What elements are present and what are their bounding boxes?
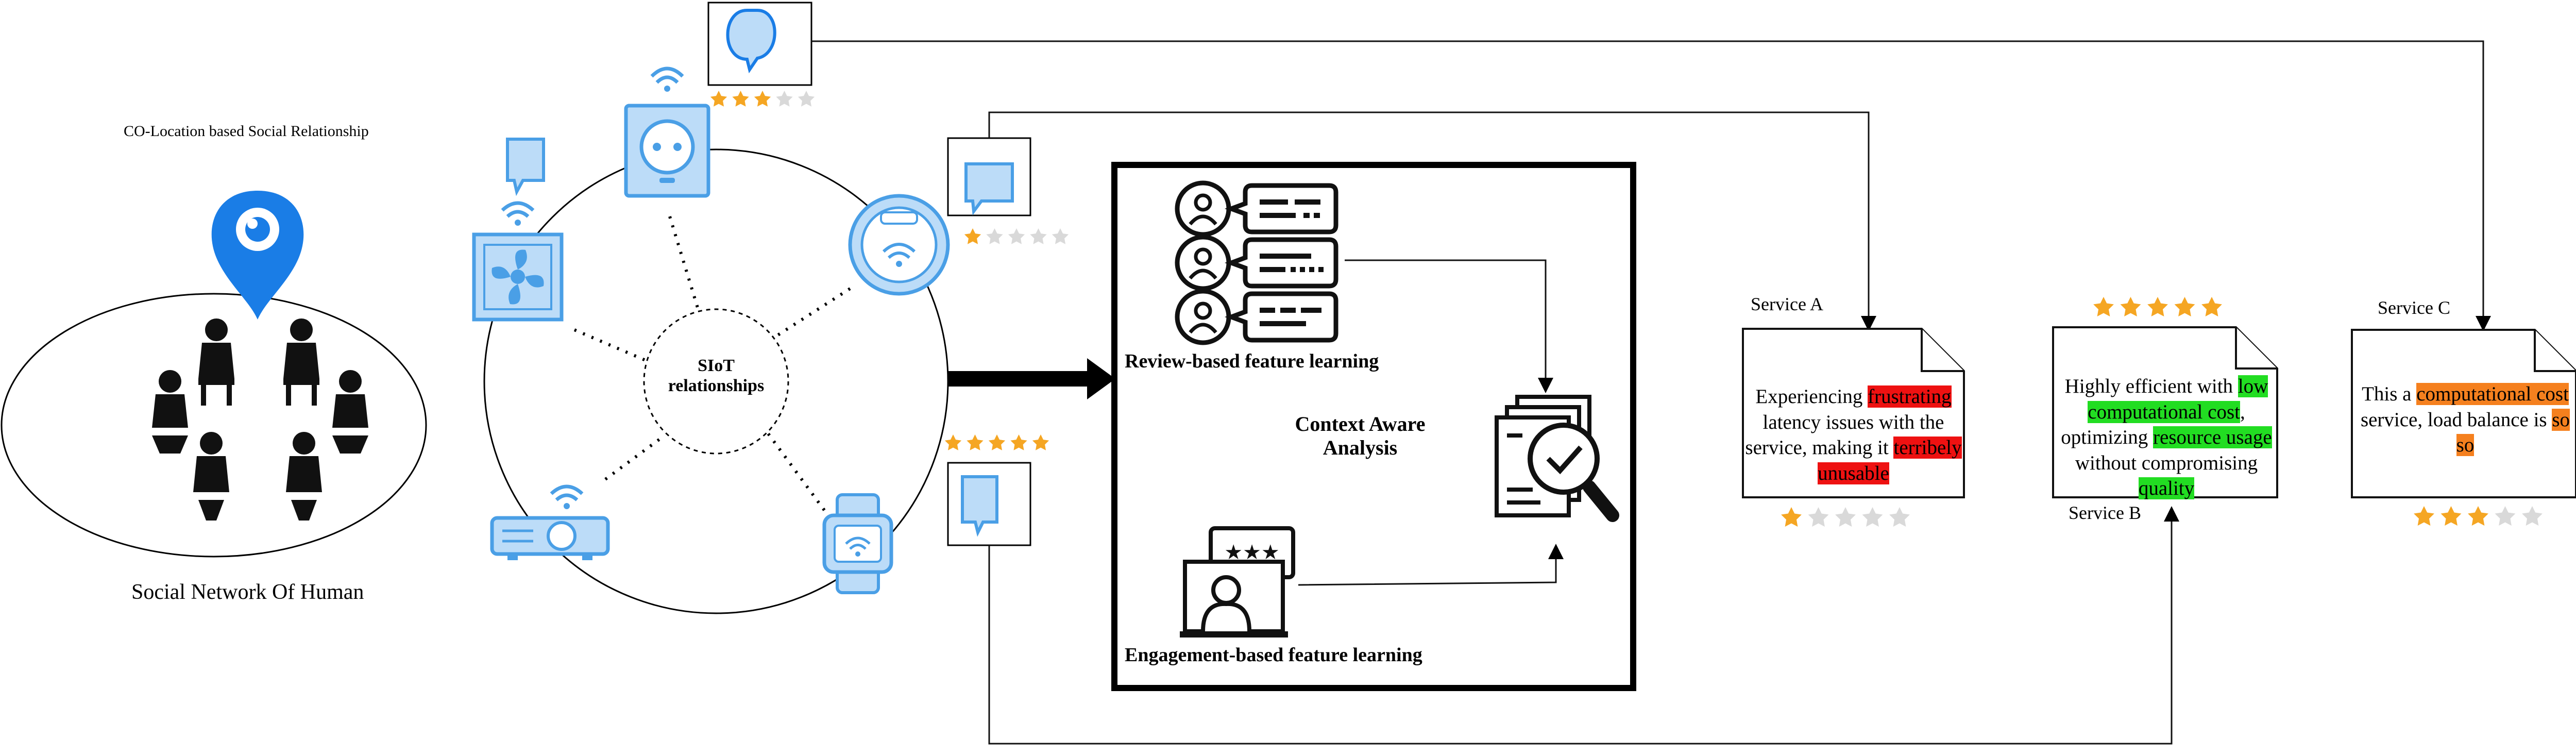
star-icon <box>2120 297 2141 317</box>
projector-device-icon <box>490 484 610 560</box>
siot-label-line2: relationships <box>668 376 765 396</box>
smartwatch-device-icon <box>822 493 893 594</box>
ventilation-fan-device-icon <box>472 138 564 322</box>
star-icon <box>798 91 815 107</box>
star-icon <box>2147 297 2168 317</box>
star-icon <box>1010 434 1027 450</box>
star-icon <box>732 91 749 107</box>
star-icon <box>1052 228 1069 244</box>
smart-plug-device-icon <box>624 66 710 198</box>
review-a-text-2: latency issues with the service, making … <box>1745 411 1944 459</box>
human-network-label: Social Network Of Human <box>131 580 364 604</box>
rating-stars-service-b <box>2093 297 2222 317</box>
siot-label: SIoT relationships <box>665 356 768 396</box>
connector-top-to-service-c <box>811 40 2491 331</box>
review-b-highlight-2: resource usage <box>2153 426 2272 449</box>
flow-arrow <box>948 358 1115 399</box>
star-icon <box>2093 297 2114 317</box>
review-c-highlight-1: computational cost <box>2416 383 2569 405</box>
chat-bubble-icon <box>961 475 998 537</box>
review-a-text-1: Experiencing <box>1755 385 1868 408</box>
star-icon <box>1781 507 1802 527</box>
review-c-text-1: This a <box>2362 383 2417 405</box>
review-to-analysis-arrow <box>1345 259 1553 393</box>
star-icon <box>2522 506 2543 526</box>
device-review-middle <box>947 137 1069 244</box>
service-a-label: Service A <box>1751 294 1823 314</box>
siot-links <box>573 216 851 511</box>
star-icon <box>2201 297 2222 317</box>
connector-middle-to-service-a <box>988 111 1876 331</box>
star-icon <box>964 228 981 244</box>
review-b-text-2: , optimizing <box>2061 400 2245 449</box>
location-pin-icon <box>211 191 304 320</box>
service-b-review-text: Highly efficient with low computational … <box>2056 374 2277 501</box>
engagement-learning-label: Engagement-based feature learning <box>1125 644 1422 666</box>
star-icon <box>1008 228 1025 244</box>
rating-stars-service-a <box>1781 507 1910 527</box>
star-icon <box>776 91 793 107</box>
chat-bubble-icon <box>964 162 1014 215</box>
device-review-bottom <box>944 434 1049 546</box>
star-icon <box>2441 506 2462 526</box>
star-icon <box>988 434 1006 450</box>
star-icon <box>967 434 984 450</box>
context-analysis-label: Context Aware Analysis <box>1283 412 1437 460</box>
siot-label-line1: SIoT <box>698 356 735 375</box>
chat-bubble-icon <box>506 138 545 196</box>
star-icon <box>2468 506 2488 526</box>
star-icon <box>944 434 962 450</box>
star-icon <box>1808 507 1829 527</box>
context-analysis-line2: Analysis <box>1323 436 1398 459</box>
siot-inner-circle <box>643 308 789 455</box>
review-b-text-1: Highly efficient with <box>2064 375 2238 397</box>
service-b-label: Service B <box>2069 502 2141 523</box>
connector-bottom-to-service-b <box>988 506 2179 745</box>
engagement-to-analysis-arrow <box>1298 544 1564 586</box>
rating-stars-middle <box>964 228 1069 244</box>
review-users-icon <box>1175 180 1338 345</box>
context-analysis-line1: Context Aware <box>1295 412 1426 435</box>
star-icon <box>754 91 771 107</box>
service-a-review-text: Experiencing frustrating latency issues … <box>1744 384 1963 486</box>
device-review-top <box>707 2 815 107</box>
human-network-ellipse <box>1 293 427 558</box>
star-icon <box>986 228 1003 244</box>
rating-stars-bottom <box>944 434 1049 450</box>
star-icon <box>2174 297 2195 317</box>
star-icon <box>1032 434 1049 450</box>
star-icon <box>1889 507 1910 527</box>
rating-stars-top <box>710 91 815 107</box>
chat-bubble-icon <box>726 9 776 74</box>
service-c-review-text: This a computational cost service, load … <box>2354 381 2576 458</box>
star-icon <box>2495 506 2516 526</box>
service-c-label: Service C <box>2378 297 2450 318</box>
review-learning-label: Review-based feature learning <box>1125 350 1379 372</box>
engagement-presenter-icon: ★★★ <box>1180 526 1295 637</box>
star-icon <box>1835 507 1856 527</box>
star-icon <box>2414 506 2434 526</box>
review-c-text-2: service, load balance is <box>2360 408 2552 431</box>
people-group-icon <box>152 318 368 521</box>
review-b-highlight-3: quality <box>2138 477 2195 500</box>
star-icon <box>710 91 727 107</box>
siot-network <box>472 66 950 614</box>
human-network <box>1 191 427 558</box>
star-icon <box>1862 507 1883 527</box>
document-search-icon <box>1495 395 1619 522</box>
review-b-text-3: without compromising <box>2075 451 2258 474</box>
robot-vacuum-device-icon <box>848 194 950 296</box>
rating-stars-service-c <box>2414 506 2543 526</box>
review-a-highlight-1: frustrating <box>1868 385 1952 408</box>
star-icon <box>1030 228 1047 244</box>
colocation-label: CO-Location based Social Relationship <box>124 123 369 140</box>
service-c-document <box>2351 329 2576 526</box>
